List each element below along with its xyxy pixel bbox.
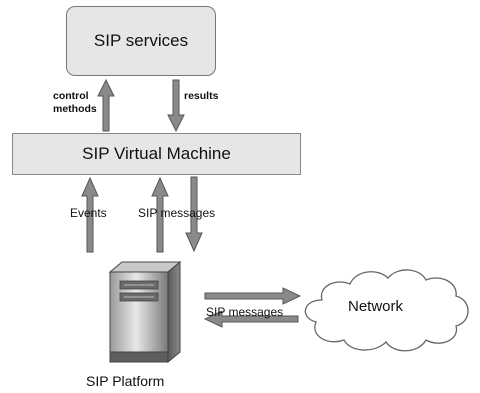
sip-messages-left-arrow (203, 310, 299, 328)
sip-messages-up-arrow (151, 176, 169, 253)
control-methods-arrow (97, 78, 115, 132)
results-arrow (167, 79, 185, 133)
network-cloud-icon (304, 269, 469, 352)
events-arrow (81, 176, 99, 253)
sip-services-box: SIP services (66, 6, 216, 76)
sip-virtual-machine-box: SIP Virtual Machine (12, 133, 301, 175)
sip-services-label: SIP services (93, 31, 189, 50)
events-label: Events (70, 206, 107, 220)
sip-platform-label: SIP Platform (86, 373, 165, 389)
sip-virtual-machine-label: SIP Virtual Machine (82, 144, 231, 163)
server-icon (108, 260, 182, 364)
results-label: results (184, 90, 219, 102)
control-methods-line1: control (53, 90, 89, 102)
sip-messages-vm-label: SIP messages (138, 206, 216, 220)
network-label: Network (348, 298, 404, 315)
control-methods-label: control methods (53, 90, 97, 116)
control-methods-line2: methods (53, 103, 97, 115)
sip-messages-down-arrow (185, 176, 203, 253)
sip-messages-network-label: SIP messages (206, 305, 284, 319)
sip-messages-right-arrow (204, 287, 302, 305)
